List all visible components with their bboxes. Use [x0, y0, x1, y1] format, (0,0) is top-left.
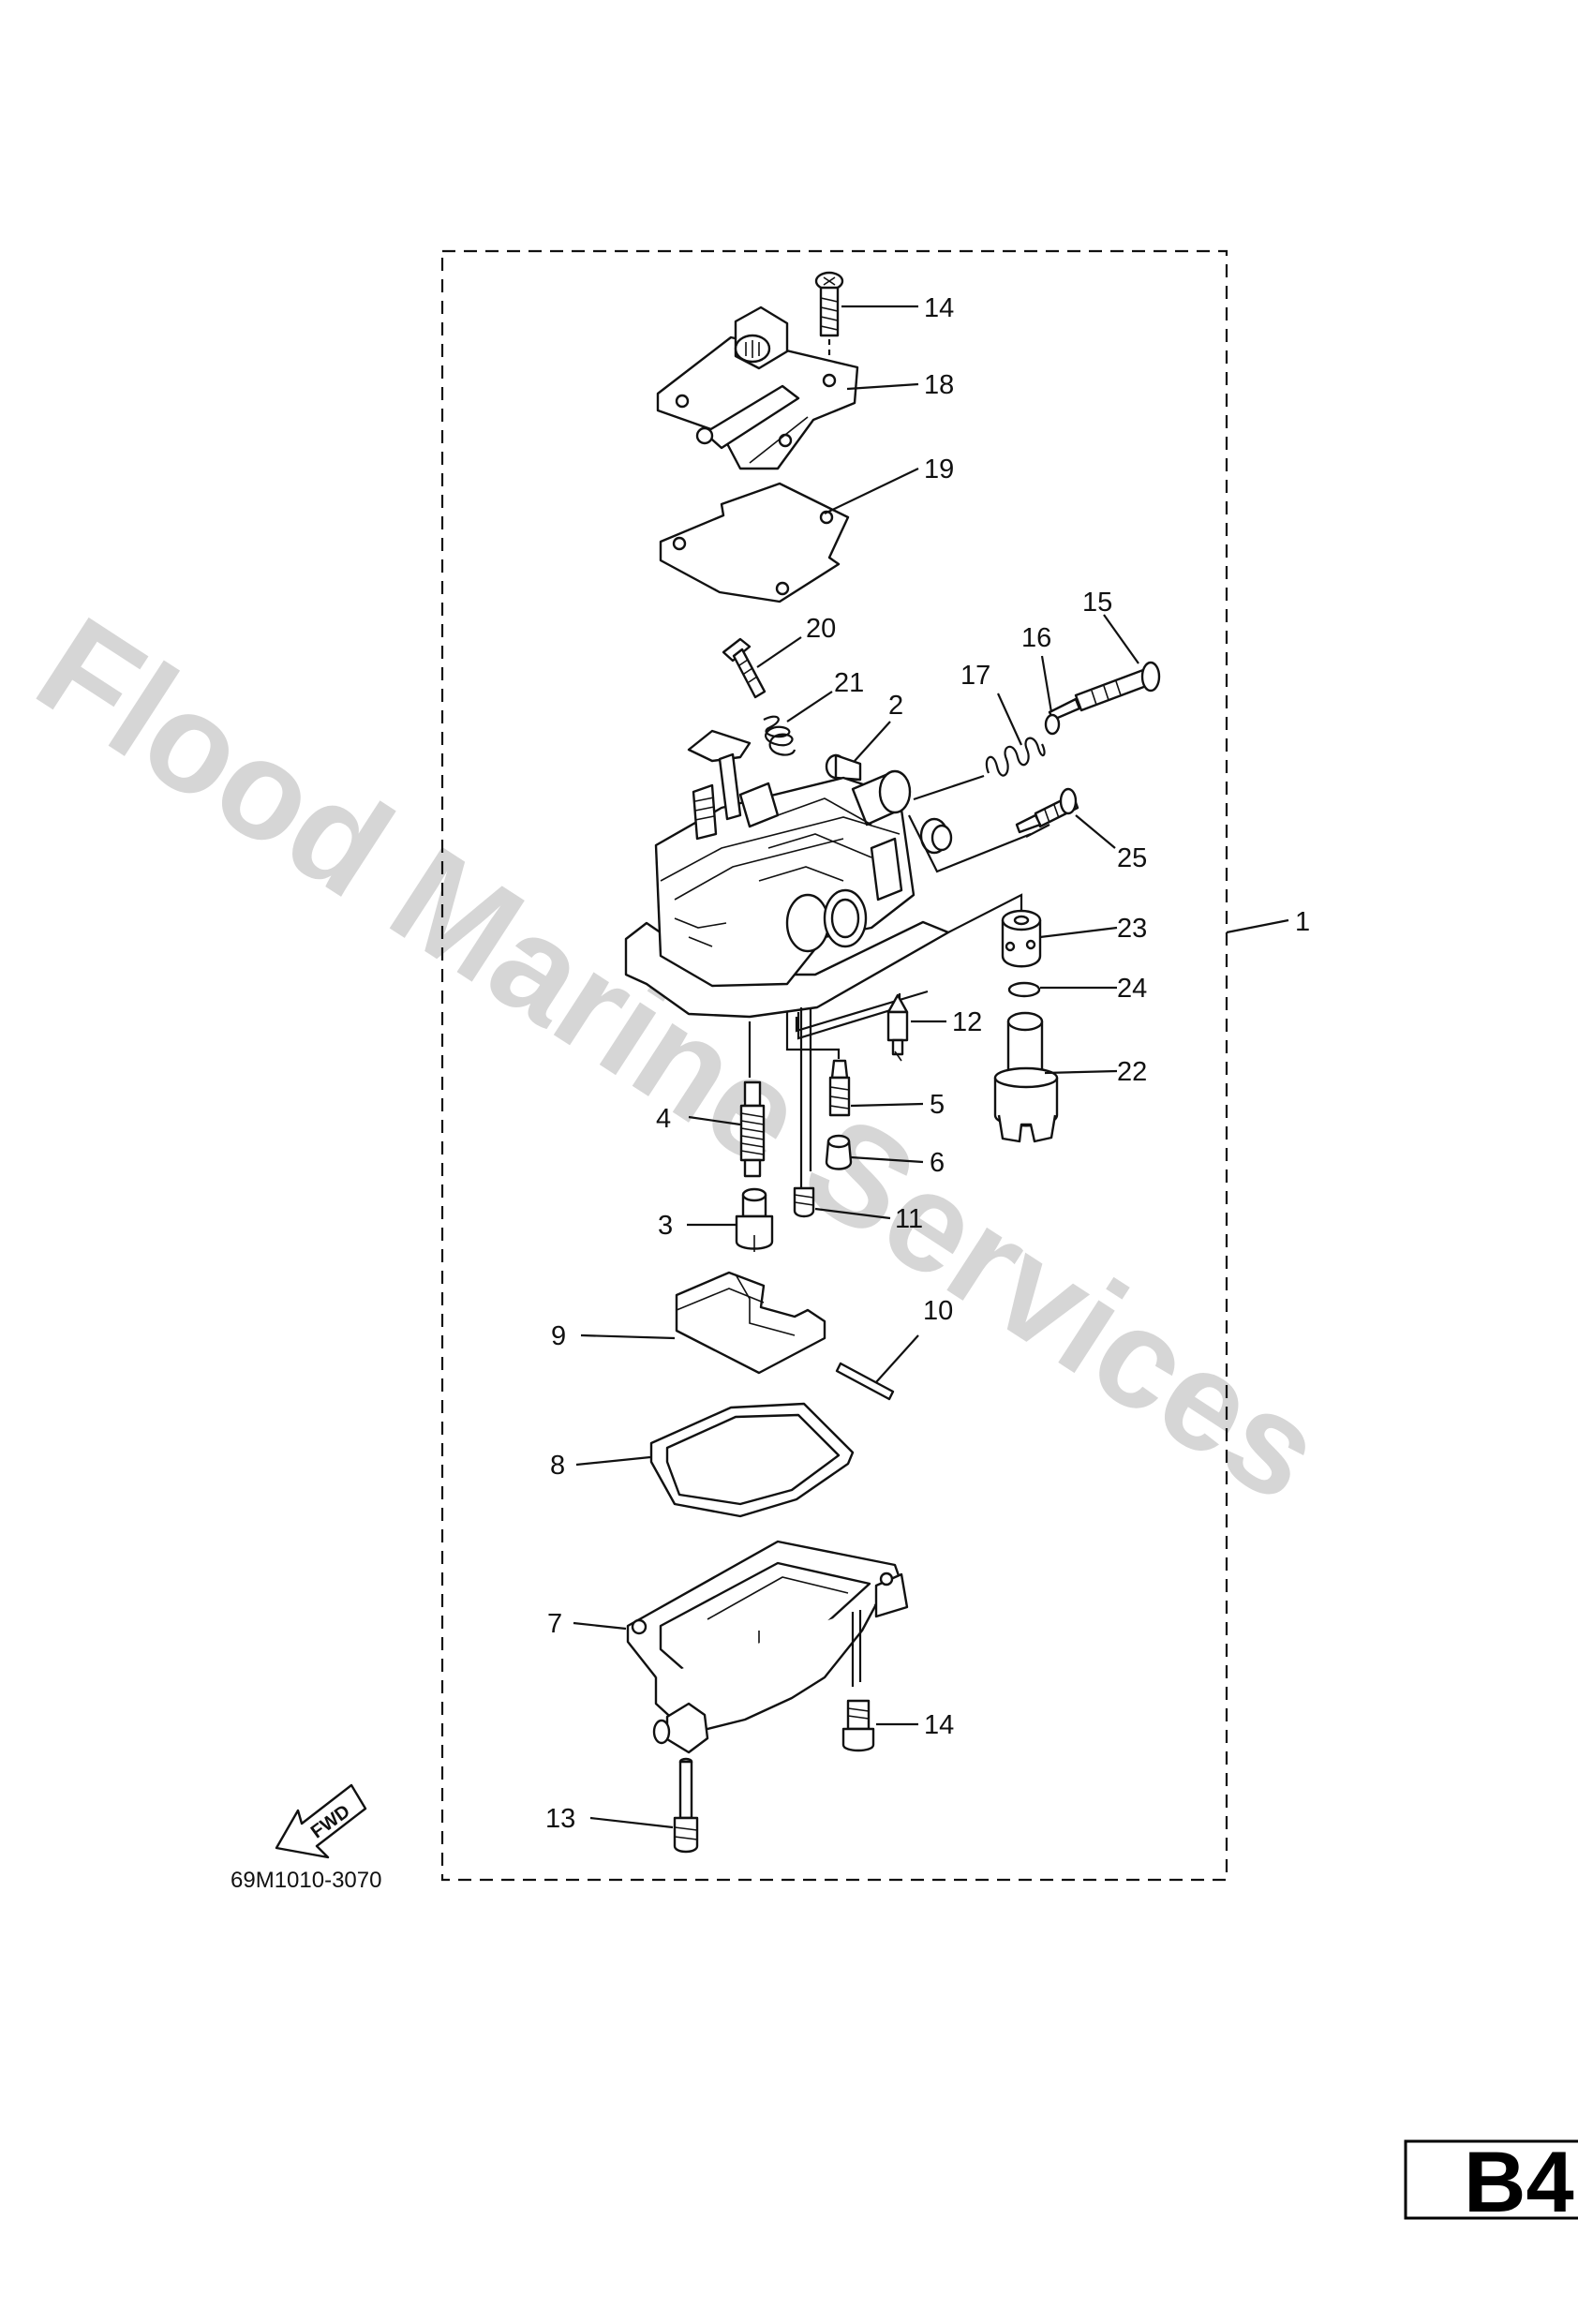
carburetor-body: [624, 729, 953, 1019]
callout-1: 1: [1295, 907, 1310, 937]
part-19-gasket: [659, 482, 850, 603]
callout-4: 4: [656, 1104, 671, 1134]
part-3-main-jet: [735, 1187, 774, 1252]
callout-14-bottom: 14: [924, 1710, 954, 1740]
callout-9: 9: [551, 1321, 566, 1351]
part-2-screw: [825, 753, 862, 782]
part-9-float: [675, 1271, 826, 1375]
part-15-air-screw: [1048, 661, 1161, 722]
part-6-plug: [825, 1134, 853, 1170]
callout-7: 7: [547, 1609, 562, 1639]
callout-10: 10: [923, 1296, 953, 1326]
page-tag-box: B4: [1404, 2135, 1578, 2230]
part-25-pilot-screw: [1015, 787, 1079, 834]
callout-20: 20: [806, 614, 836, 644]
part-14-screw-bottom: [841, 1699, 875, 1752]
part-13-drain-screw: [673, 1757, 699, 1854]
part-17-spring: [985, 737, 1046, 777]
callout-22: 22: [1117, 1057, 1147, 1087]
callout-2: 2: [888, 691, 903, 721]
callout-8: 8: [550, 1451, 565, 1481]
part-21-spring: [763, 715, 796, 756]
part-14-screw-top: [814, 271, 844, 375]
callout-11: 11: [895, 1204, 923, 1234]
part-10-pin: [835, 1362, 895, 1401]
part-22-choke-plunger: [993, 1011, 1059, 1143]
part-23-cap: [1001, 909, 1042, 968]
callout-14-top: 14: [924, 293, 954, 323]
assembly-boundary: [440, 249, 1228, 1882]
page-tag: B4: [1464, 2135, 1574, 2230]
callout-5: 5: [930, 1090, 945, 1120]
callout-17: 17: [960, 661, 990, 691]
callout-6: 6: [930, 1148, 945, 1178]
part-18-cover: [656, 305, 859, 470]
watermark: Flood Marine Services: [12, 587, 1349, 1531]
callout-19: 19: [924, 454, 954, 484]
part-11-jet: [793, 1186, 815, 1218]
callout-23: 23: [1117, 914, 1147, 944]
callout-21: 21: [834, 668, 864, 698]
callout-16: 16: [1021, 623, 1051, 653]
callout-25: 25: [1117, 843, 1147, 873]
part-12-needle-valve: [886, 993, 909, 1062]
part-8-gasket: [649, 1402, 855, 1518]
callout-24: 24: [1117, 974, 1147, 1004]
part-5-jet: [828, 1059, 851, 1117]
callout-18: 18: [924, 370, 954, 400]
forward-direction-arrow: FWD: [275, 1783, 367, 1859]
part-4-emulsion-tube: [739, 1080, 766, 1178]
part-7-float-bowl: [626, 1540, 909, 1754]
callout-12: 12: [952, 1007, 982, 1037]
diagram-reference-code: 69M1010-3070: [231, 1868, 381, 1893]
callout-13: 13: [545, 1804, 575, 1834]
part-24-o-ring: [1007, 981, 1041, 998]
callout-3: 3: [658, 1211, 673, 1241]
callout-15: 15: [1082, 588, 1112, 618]
part-16-o-ring: [1044, 713, 1061, 736]
part-20-screw: [722, 637, 767, 699]
